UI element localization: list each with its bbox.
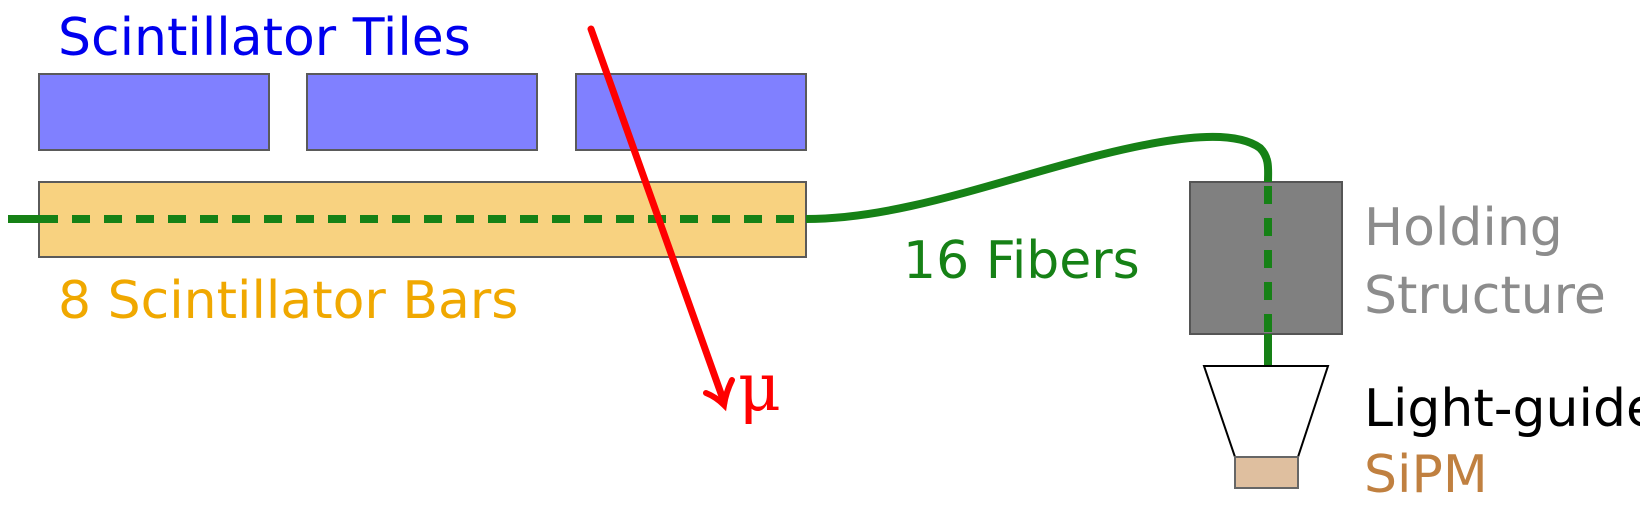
muon-line xyxy=(587,25,728,406)
scintillator-tile-2 xyxy=(306,73,538,151)
sipm-label: SiPM xyxy=(1364,445,1488,505)
scintillator-tiles-label: Scintillator Tiles xyxy=(58,8,471,68)
scintillator-bars-label: 8 Scintillator Bars xyxy=(58,271,518,331)
scintillator-tiles xyxy=(38,73,807,151)
light-guide xyxy=(1202,365,1330,458)
fiber-bundle xyxy=(8,132,1273,366)
muon-label: μ xyxy=(738,349,781,426)
holding-structure-label-line1: Holding xyxy=(1364,198,1563,258)
sipm xyxy=(1234,456,1299,489)
muon-arrowhead xyxy=(703,377,735,412)
fiber-curve xyxy=(805,132,1273,223)
muon-track xyxy=(587,25,735,412)
scintillator-tile-1 xyxy=(38,73,270,151)
holding-structure-label-line2: Structure xyxy=(1364,266,1606,326)
scintillator-bars xyxy=(38,181,807,258)
fibers-label: 16 Fibers xyxy=(903,231,1140,291)
light-guide-label: Light-guide xyxy=(1364,379,1640,439)
